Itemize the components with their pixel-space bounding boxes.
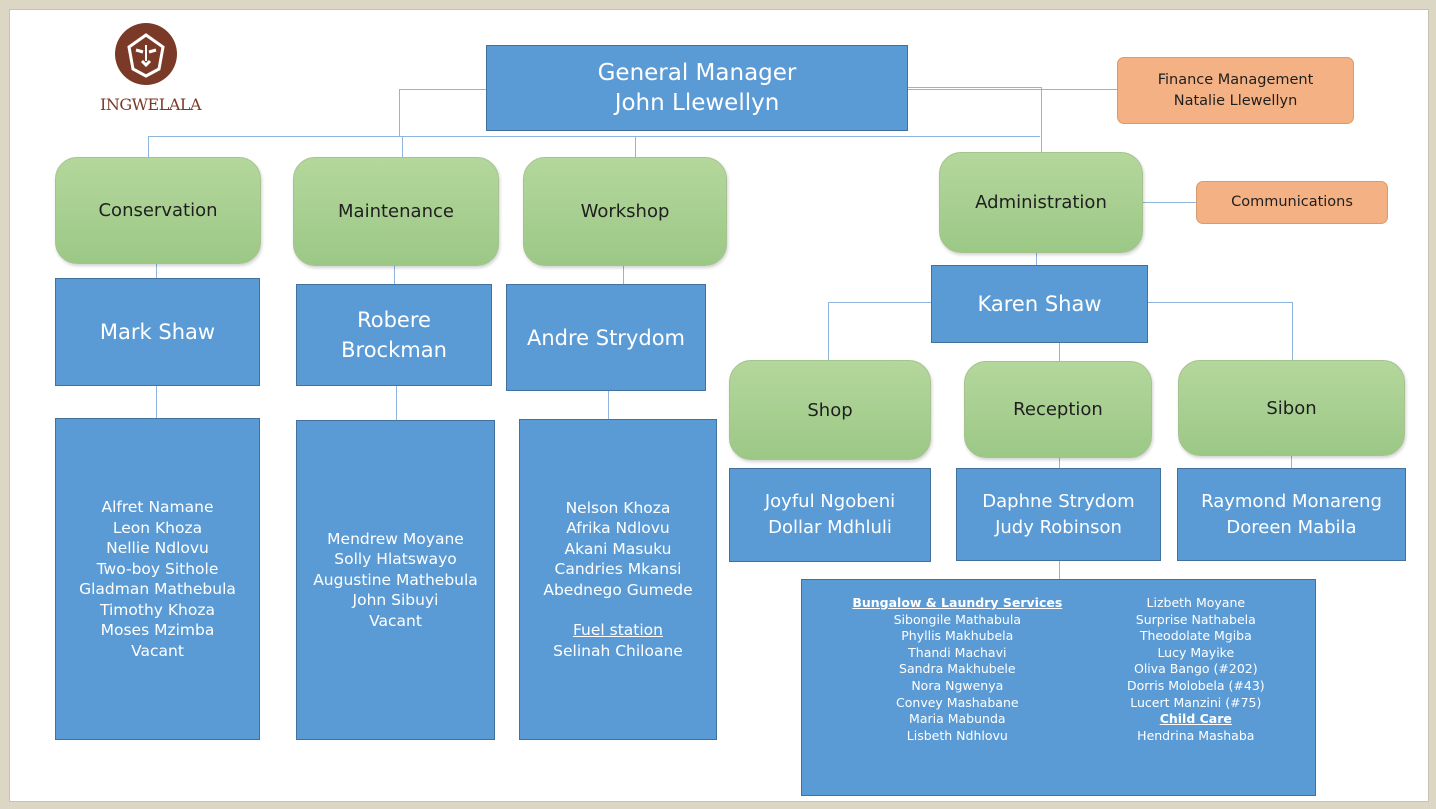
lion-face-icon (113, 21, 179, 87)
connector-reception-staff (1059, 458, 1060, 468)
connector-bus-maintenance (402, 136, 403, 158)
gm-name: John Llewellyn (614, 90, 780, 116)
ingwelala-logo: INGWELALA (86, 21, 206, 121)
connector-gm-finance (908, 89, 1117, 90)
unit-shop: Shop (729, 360, 931, 460)
connector-maintenance-head (394, 266, 395, 284)
connector-bus-workshop (635, 136, 636, 158)
unit-sibon: Sibon (1178, 360, 1405, 456)
connector-karen-left (828, 302, 931, 303)
connector-workshop-staff (608, 391, 609, 419)
dept-administration: Administration (939, 152, 1143, 253)
connector-karen-left-down (828, 302, 829, 360)
logo-text: INGWELALA (100, 95, 202, 114)
unit-reception: Reception (964, 361, 1152, 458)
child-care-heading: Child Care (1159, 711, 1232, 727)
workshop-head-box: Andre Strydom (506, 284, 706, 391)
general-manager-box: General Manager John Llewellyn (486, 45, 908, 131)
connector-bus-conservation (148, 136, 149, 158)
sibon-staff-box: Raymond Monareng Doreen Mabila (1177, 468, 1406, 561)
fuel-station-heading: Fuel station (572, 621, 663, 640)
connector-conservation-staff (156, 386, 157, 418)
bungalow-col-1: Bungalow & Laundry Services Sibongile Ma… (852, 595, 1063, 743)
connector-maintenance-staff (396, 386, 397, 420)
shop-staff-box: Joyful Ngobeni Dollar Mdhluli (729, 468, 931, 562)
finance-name: Natalie Llewellyn (1173, 92, 1298, 109)
connector-conservation-head (156, 258, 157, 278)
connector-gm-left-down (399, 89, 400, 136)
bungalow-laundry-box: Bungalow & Laundry Services Sibongile Ma… (801, 579, 1316, 796)
connector-admin-head (1036, 253, 1037, 265)
connector-karen-right (1148, 302, 1293, 303)
workshop-staff-box: Nelson Khoza Afrika Ndlovu Akani Masuku … (519, 419, 717, 740)
connector-gm-left (399, 89, 487, 90)
connector-gm-right (908, 87, 1042, 88)
gm-title: General Manager (597, 60, 797, 86)
finance-management-box: Finance Management Natalie Llewellyn (1117, 57, 1354, 124)
connector-sibon-staff (1291, 456, 1292, 468)
conservation-staff-box: Alfret Namane Leon Khoza Nellie Ndlovu T… (55, 418, 260, 740)
connector-top-bus (148, 136, 1040, 137)
dept-maintenance: Maintenance (293, 157, 499, 266)
communications-box: Communications (1196, 181, 1388, 224)
maintenance-staff-box: Mendrew Moyane Solly Hlatswayo Augustine… (296, 420, 495, 740)
conservation-head-box: Mark Shaw (55, 278, 260, 386)
communications-label: Communications (1231, 194, 1353, 210)
maintenance-head-box: Robere Brockman (296, 284, 492, 386)
bungalow-col-2: Lizbeth Moyane Surprise Nathabela Theodo… (1126, 595, 1265, 743)
reception-staff-box: Daphne Strydom Judy Robinson (956, 468, 1161, 561)
connector-workshop-head (623, 266, 624, 284)
org-chart-canvas: INGWELALA General Manager John Llewellyn… (9, 9, 1429, 802)
connector-karen-reception (1059, 343, 1060, 361)
connector-gm-right-down (1041, 87, 1042, 153)
dept-conservation: Conservation (55, 157, 261, 264)
connector-admin-comms (1143, 202, 1196, 203)
dept-workshop: Workshop (523, 157, 727, 266)
connector-karen-right-down (1292, 302, 1293, 360)
administration-head-box: Karen Shaw (931, 265, 1148, 343)
bungalow-heading: Bungalow & Laundry Services (852, 595, 1063, 610)
finance-title: Finance Management (1157, 71, 1314, 88)
connector-reception-bungalow (1059, 561, 1060, 579)
